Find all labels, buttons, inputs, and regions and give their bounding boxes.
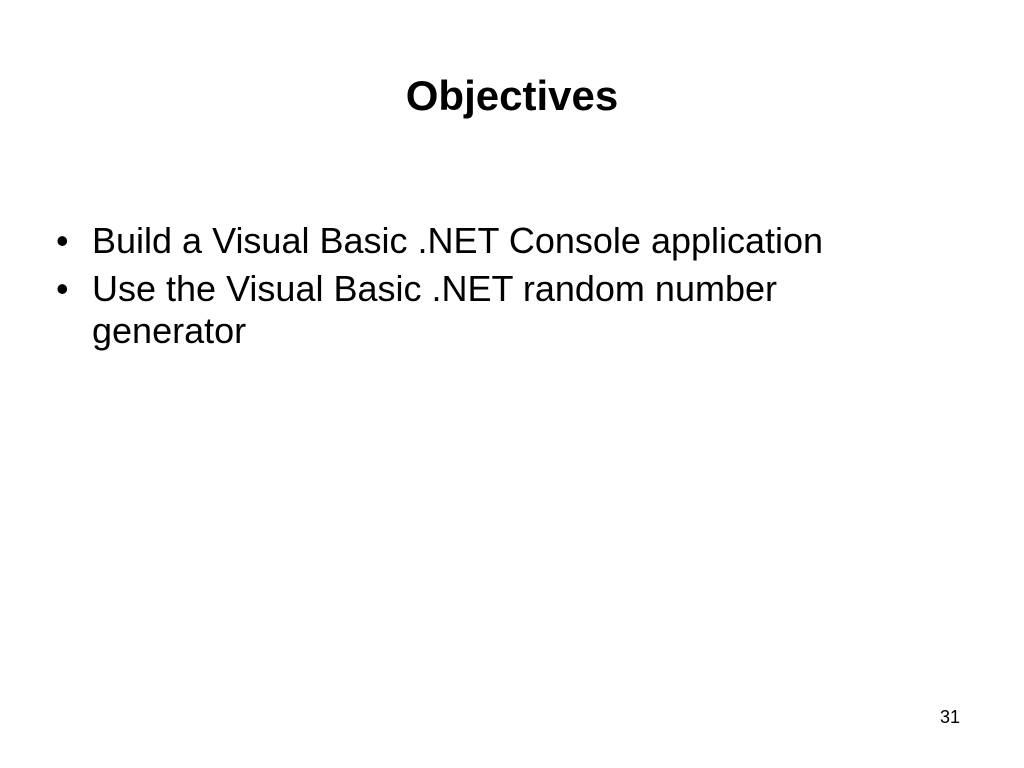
bullet-list: • Build a Visual Basic .NET Console appl… <box>56 220 916 358</box>
bullet-marker: • <box>56 268 69 309</box>
bullet-text: Build a Visual Basic .NET Console applic… <box>92 220 824 261</box>
bullet-item: • Build a Visual Basic .NET Console appl… <box>56 220 916 262</box>
slide-title: Objectives <box>405 72 619 119</box>
bullet-marker: • <box>56 220 69 261</box>
bullet-item: • Use the Visual Basic .NET random numbe… <box>56 268 916 352</box>
page-number: 31 <box>939 707 960 727</box>
bullet-text: Use the Visual Basic .NET random number … <box>92 268 777 351</box>
